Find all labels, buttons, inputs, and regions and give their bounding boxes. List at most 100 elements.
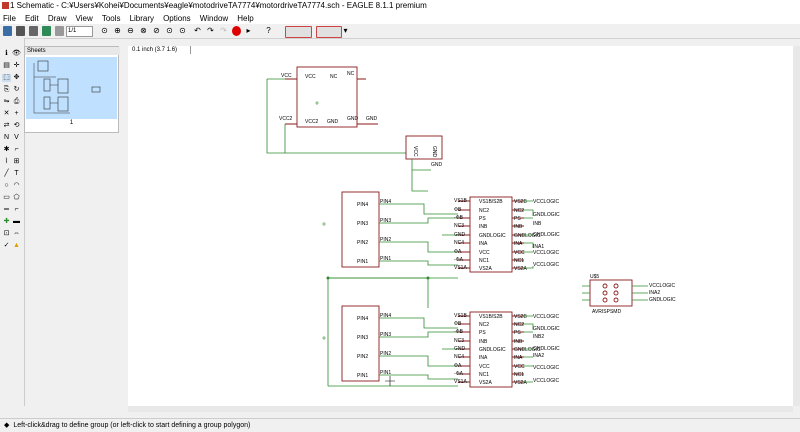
open-icon[interactable] (3, 26, 12, 36)
coordinate-bar: 0.1 inch (3.7 1.6) (128, 46, 793, 54)
top-pin-vcc2: VCC2 (305, 119, 319, 125)
show-icon[interactable]: 👁 (12, 50, 21, 57)
d2-l-gnd: GND (454, 346, 466, 352)
d1-l-nphia: -ΦA (454, 257, 464, 263)
conn2-pin2: PIN2 (357, 354, 368, 360)
polygon-icon[interactable]: ⬠ (13, 194, 20, 201)
zoom-select[interactable]: 1/1 (66, 26, 93, 37)
redo-icon[interactable]: ↷ (207, 26, 214, 35)
d2-l-phia: ΦA (454, 363, 462, 369)
info-icon[interactable]: ℹ (5, 50, 8, 57)
zoom-last-icon[interactable]: ⊙ (179, 26, 186, 35)
menu-draw[interactable]: Draw (47, 14, 67, 23)
dimension-icon[interactable]: ⇔ (13, 230, 20, 237)
circle-icon[interactable]: ○ (4, 182, 9, 189)
top-pin-vcc: VCC (305, 74, 316, 80)
redraw-icon[interactable]: ⊙ (166, 26, 173, 35)
d2-net-4: INA2 (533, 353, 544, 359)
erc-icon[interactable]: ✓ (3, 242, 10, 249)
design-link-icon[interactable] (285, 26, 312, 38)
zoom-fit-icon[interactable]: ⊙ (101, 26, 108, 35)
print-icon[interactable] (29, 26, 38, 36)
delete-icon[interactable]: ✕ (3, 110, 10, 117)
top-pin-lines (285, 78, 378, 125)
d2-r-0: VS2B (514, 314, 527, 320)
d1-m-0: VS1B/S2B (479, 199, 503, 205)
menu-help[interactable]: Help (237, 14, 254, 23)
net-gnd: GND (347, 116, 359, 122)
conn1-pin2: PIN2 (357, 240, 368, 246)
replace-icon[interactable]: ⟲ (13, 122, 20, 129)
d2-r-2: PS (514, 330, 521, 336)
top-component[interactable] (296, 66, 358, 128)
display-icon[interactable]: ▤ (3, 62, 10, 69)
menu-window[interactable]: Window (199, 14, 229, 23)
mirror-icon[interactable]: ⇋ (3, 98, 10, 105)
net-icon[interactable]: ⌐ (14, 206, 19, 213)
sheet-thumbnail[interactable] (26, 57, 117, 119)
menu-tools[interactable]: Tools (101, 14, 121, 23)
zoom-in-icon[interactable]: ⊕ (114, 26, 121, 35)
move-icon[interactable]: ✥ (13, 74, 20, 81)
junction-dot-2 (426, 276, 430, 280)
undo-icon[interactable]: ↶ (194, 26, 201, 35)
attribute-icon[interactable]: ⊡ (3, 230, 10, 237)
connector-2[interactable] (341, 305, 380, 382)
menu-file[interactable]: File (3, 14, 16, 23)
menu-library[interactable]: Library (129, 14, 155, 23)
copy-icon[interactable]: ⎘ (3, 86, 10, 93)
name-icon[interactable]: N (3, 134, 10, 141)
paste-icon[interactable]: ⎙ (13, 98, 20, 105)
redo-disabled-icon[interactable]: ↷ (220, 26, 227, 35)
driver-1[interactable] (469, 196, 513, 273)
smash-icon[interactable]: ✱ (3, 146, 10, 153)
add-icon[interactable]: + (14, 110, 19, 117)
label-icon[interactable]: ▬ (13, 218, 20, 225)
group-icon[interactable]: ⬚ (2, 74, 11, 82)
text-icon[interactable]: T (14, 170, 19, 177)
zoom-select-icon[interactable]: ⊗ (140, 26, 147, 35)
menu-view[interactable]: View (75, 14, 93, 23)
board-icon[interactable] (55, 26, 64, 36)
regulator-component[interactable] (405, 135, 443, 160)
line-icon[interactable]: ╱ (4, 170, 9, 177)
save-icon[interactable] (16, 26, 25, 36)
value-icon[interactable]: V (14, 134, 19, 141)
vertical-scrollbar[interactable] (793, 46, 800, 406)
go-icon[interactable]: ▸ (246, 26, 251, 35)
schematic-canvas[interactable]: VCC NC VCC2 GND VCC NC VCC2 GND GND VCC … (128, 46, 793, 406)
rect-icon[interactable]: ▭ (3, 194, 10, 201)
menu-edit[interactable]: Edit (24, 14, 39, 23)
mark-icon[interactable]: ✛ (13, 62, 20, 69)
conn1-out4: PIN4 (380, 199, 391, 205)
menu-options[interactable]: Options (163, 14, 191, 23)
rotate-icon[interactable]: ↻ (13, 86, 20, 93)
bus-icon[interactable]: ═ (4, 206, 9, 213)
pinswap-icon[interactable]: ⇄ (3, 122, 10, 129)
command-line-input[interactable] (190, 46, 793, 54)
chevron-down-icon[interactable]: ▾ (343, 26, 348, 35)
connector-1[interactable] (341, 191, 380, 268)
horizontal-scrollbar[interactable] (128, 406, 793, 412)
d2-r-7: NC1 (514, 372, 524, 378)
warning-icon[interactable]: ▲ (13, 242, 20, 249)
fusion-sync-icon[interactable] (316, 26, 342, 38)
d1-m-3: INB (479, 224, 488, 230)
miter-icon[interactable]: ⌐ (14, 146, 19, 153)
conn1-pin4: PIN4 (357, 202, 368, 208)
zoom-prev-icon[interactable]: ⊘ (153, 26, 160, 35)
net-vcc: VCC (281, 73, 292, 79)
arc-icon[interactable]: ◠ (13, 182, 20, 189)
junction-icon[interactable]: ✚ (3, 218, 10, 225)
invoke-icon[interactable]: ⊞ (13, 158, 20, 165)
avr-pin-2 (613, 283, 619, 289)
stop-icon[interactable] (232, 26, 241, 36)
wire-top-vcc (266, 78, 406, 154)
avr-isp-component[interactable] (589, 279, 633, 307)
split-icon[interactable]: ⌇ (4, 158, 9, 165)
zoom-out-icon[interactable]: ⊖ (127, 26, 134, 35)
help-icon[interactable]: ? (266, 26, 271, 35)
d1-r-3: INB (514, 224, 523, 230)
driver-2[interactable] (469, 311, 513, 388)
cam-icon[interactable] (42, 26, 51, 36)
